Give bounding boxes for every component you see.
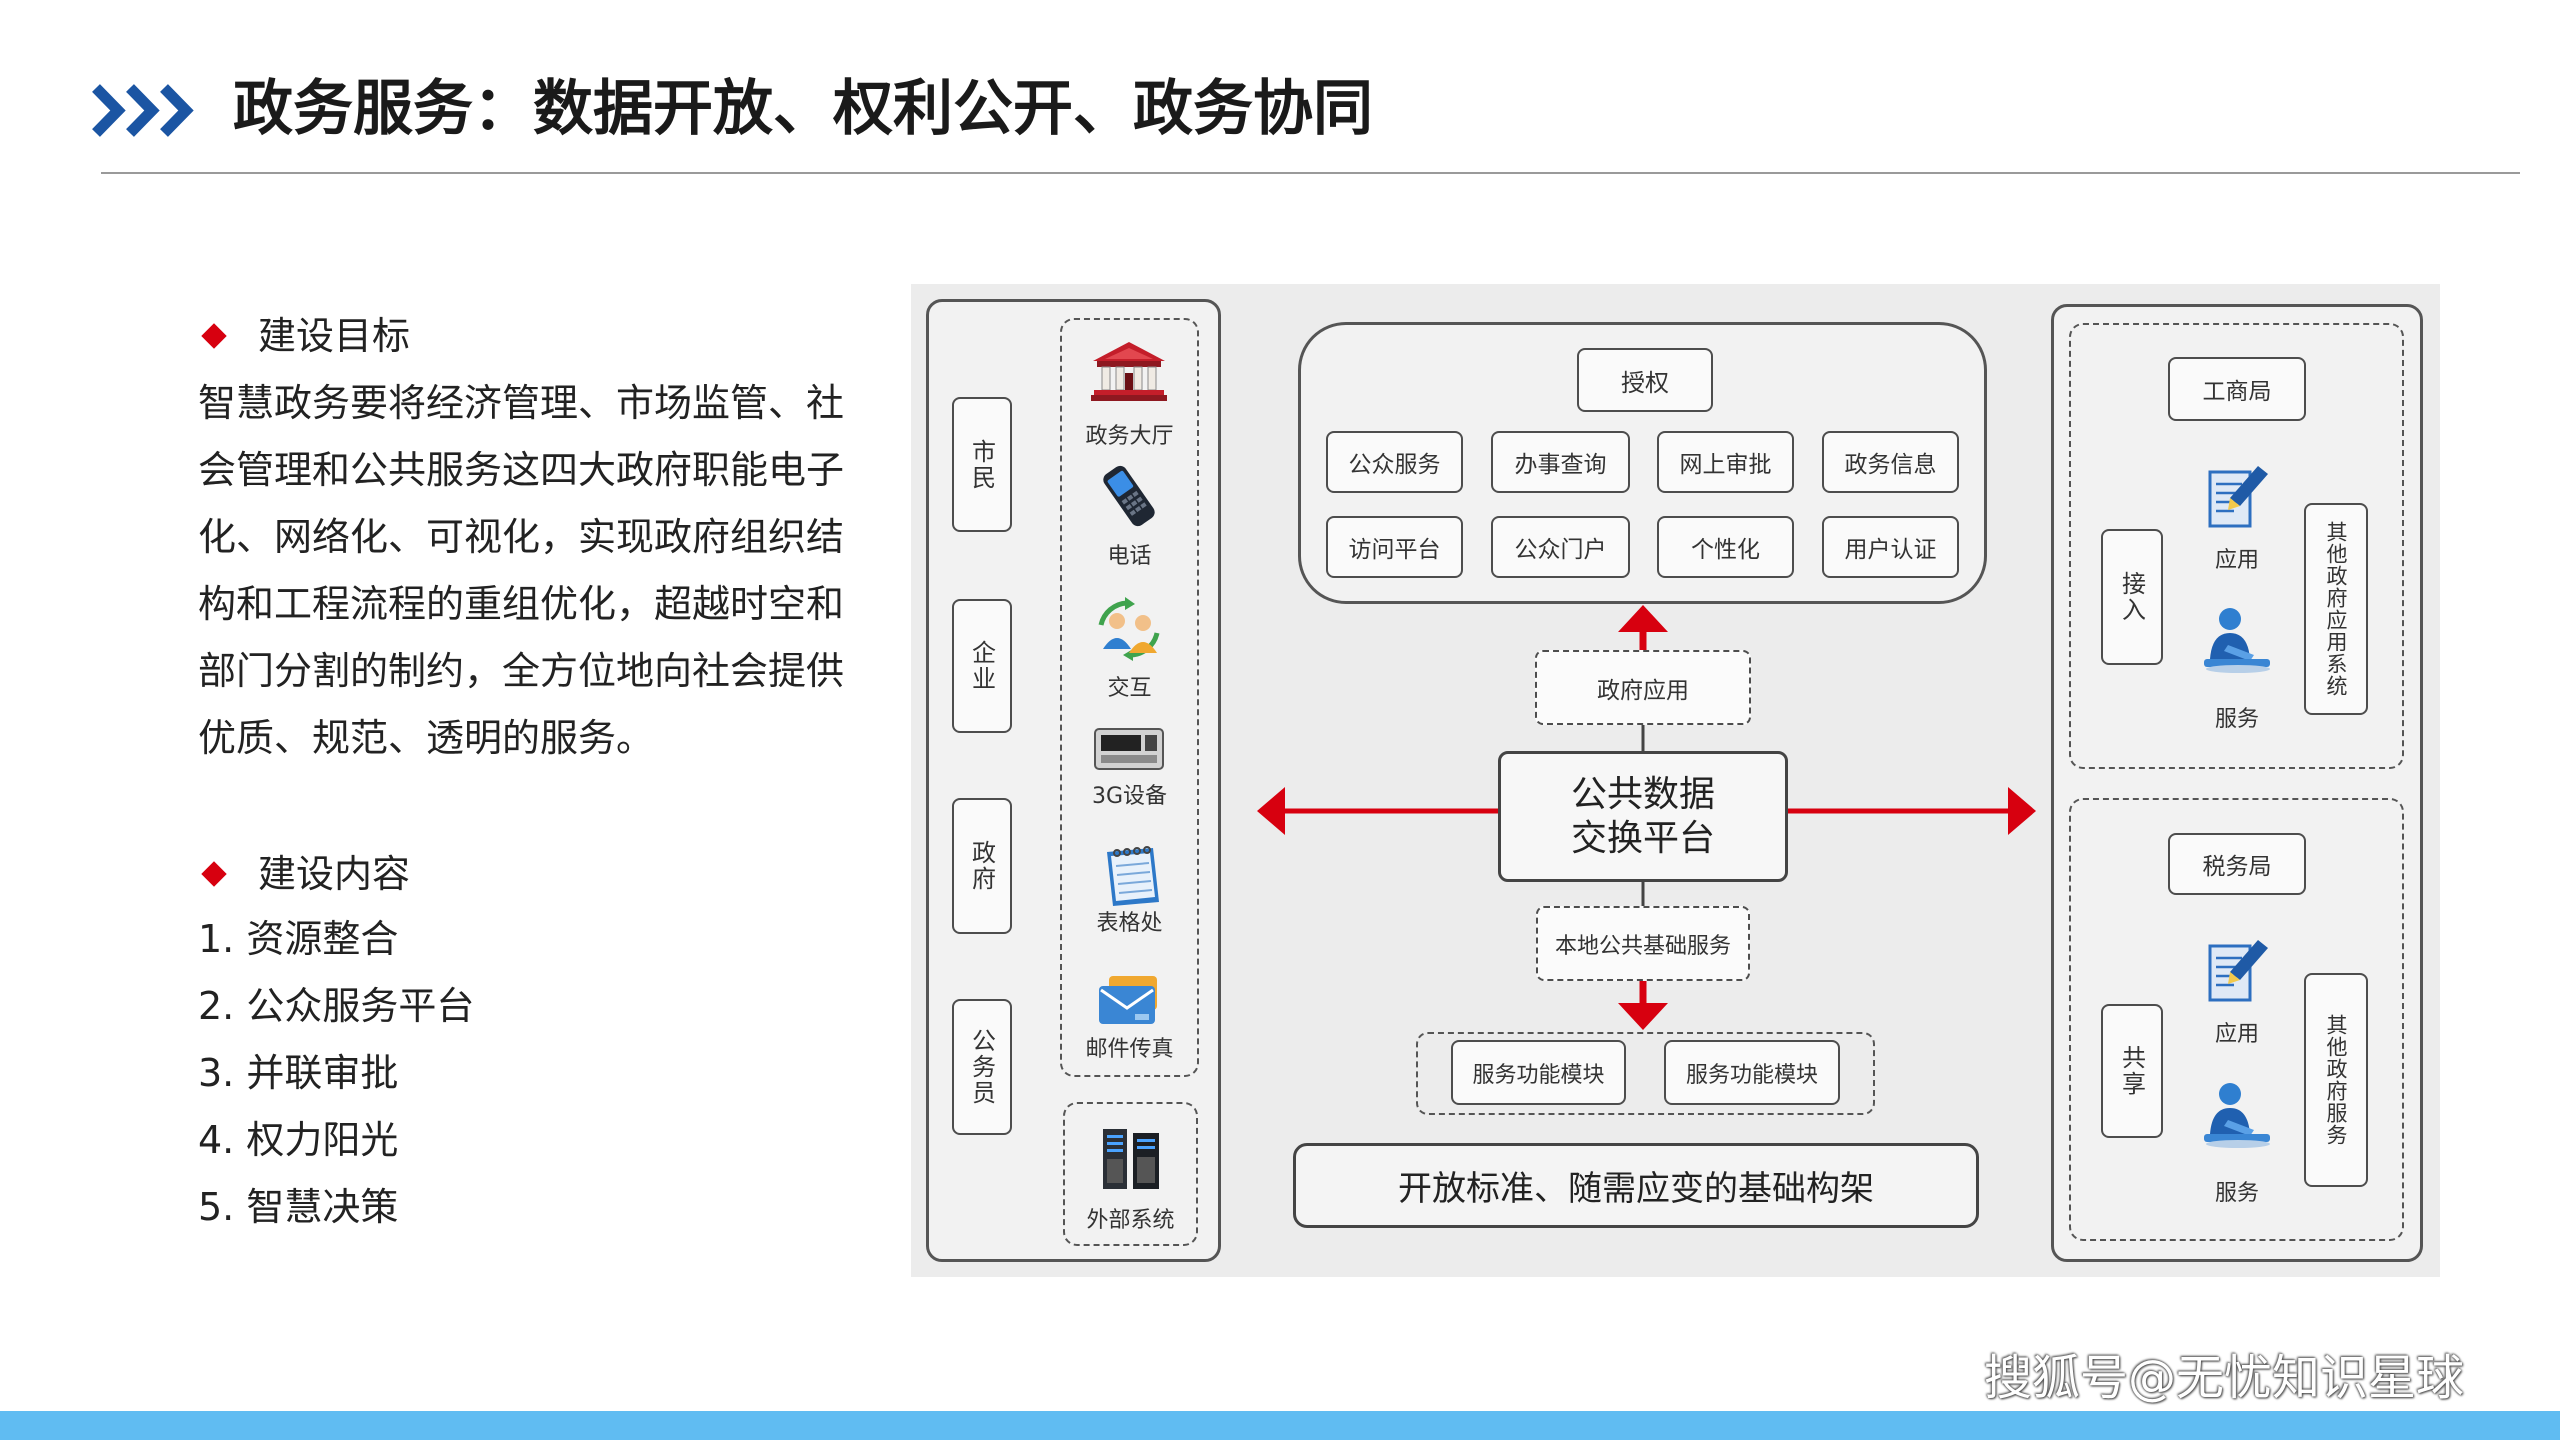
service-personalization: 个性化 (1657, 516, 1794, 578)
service-gov-info: 政务信息 (1822, 431, 1959, 493)
channel-label: 邮件传真 (1085, 1037, 1174, 1062)
contents-heading: 建设内容 (258, 852, 411, 896)
agency-service-label: 服务 (2214, 707, 2259, 732)
service-online-approval: 网上审批 (1657, 431, 1794, 493)
phone-icon (1103, 465, 1155, 527)
agency-tax-bureau: 税务局 (2168, 833, 2306, 895)
arrow-to-modules (1618, 980, 1668, 1030)
agency-app-label: 应用 (2214, 548, 2259, 573)
channel-label: 表格处 (1096, 911, 1163, 936)
function-module-box: 服务功能模块 (1451, 1040, 1626, 1105)
agency-group-commerce (2069, 323, 2404, 769)
arrow-to-agencies (1786, 787, 2036, 835)
mobile-device-icon (1094, 728, 1164, 770)
agency-service-label: 服务 (2214, 1181, 2259, 1206)
goals-line: 部门分割的制约，全方位地向社会提供 (198, 649, 845, 693)
arrow-to-portal (1618, 605, 1668, 652)
service-person-icon (2204, 1083, 2270, 1148)
bullet-diamond-icon (201, 323, 227, 349)
footer-bar (0, 1411, 2560, 1440)
channel-label: 电话 (1107, 544, 1152, 569)
agency-share-mode: 共享 (2101, 1004, 2163, 1138)
bullet-diamond-icon (201, 861, 227, 887)
channels-group (1060, 318, 1199, 1077)
chevrons-icon (92, 84, 194, 137)
list-item: 3. 并联审批 (198, 1051, 399, 1095)
local-base-services-box: 本地公共基础服务 (1536, 906, 1750, 981)
list-item: 5. 智慧决策 (198, 1185, 399, 1229)
form-notebook-icon (1107, 846, 1159, 906)
goals-line: 优质、规范、透明的服务。 (198, 716, 655, 760)
page-title: 政务服务：数据开放、权利公开、政务协同 (233, 74, 1373, 144)
agency-access-mode: 接入 (2101, 529, 2163, 665)
mail-fax-icon (1099, 976, 1157, 1024)
interaction-icon (1098, 597, 1160, 661)
user-citizen: 市民 (952, 397, 1012, 532)
other-gov-services: 其他政府服务 (2304, 973, 2368, 1187)
document-pen-icon (2208, 466, 2268, 528)
document-pen-icon (2208, 940, 2268, 1002)
architecture-diagram: 市民 企业 政府 公务员 政务大厅 电话 (911, 284, 2440, 1277)
service-inquiry: 办事查询 (1491, 431, 1630, 493)
list-item: 1. 资源整合 (198, 917, 399, 961)
government-hall-icon (1091, 342, 1167, 401)
user-government: 政府 (952, 798, 1012, 934)
user-civil-servant: 公务员 (952, 999, 1012, 1135)
service-access-platform: 访问平台 (1326, 516, 1463, 578)
external-systems-label: 外部系统 (1086, 1208, 1175, 1233)
modules-group (1416, 1032, 1875, 1115)
watermark: 搜狐号@无忧知识星球 (1984, 1350, 2465, 1406)
goals-paragraph: 智慧政务要将经济管理、市场监管、社 会管理和公共服务这四大政府职能电子 化、网络… (198, 370, 844, 772)
goals-line: 化、网络化、可视化，实现政府组织结 (198, 515, 845, 559)
channel-label: 3G设备 (1091, 784, 1168, 809)
list-item: 4. 权力阳光 (198, 1118, 399, 1162)
service-public-portal: 公众门户 (1491, 516, 1630, 578)
agency-group-tax (2069, 798, 2404, 1241)
service-user-auth: 用户认证 (1822, 516, 1959, 578)
function-module-box: 服务功能模块 (1664, 1040, 1840, 1105)
agency-app-label: 应用 (2214, 1022, 2259, 1047)
foundation-box: 开放标准、随需应变的基础构架 (1293, 1143, 1979, 1228)
channel-label: 政务大厅 (1085, 424, 1174, 449)
goals-heading: 建设目标 (258, 314, 411, 358)
goals-line: 会管理和公共服务这四大政府职能电子 (198, 448, 845, 492)
connector-arrows (1257, 605, 2036, 1030)
goals-line: 智慧政务要将经济管理、市场监管、社 (198, 381, 845, 425)
contents-list: 1. 资源整合 2. 公众服务平台 3. 并联审批 4. 权力阳光 5. 智慧决… (198, 906, 474, 1241)
data-exchange-platform: 公共数据交换平台 (1498, 751, 1788, 882)
service-person-icon (2204, 608, 2270, 673)
channel-label: 交互 (1107, 676, 1152, 701)
gov-apps-box: 政府应用 (1535, 650, 1751, 725)
other-gov-app-systems: 其他政府应用系统 (2304, 503, 2368, 715)
arrow-to-users (1257, 787, 1500, 835)
title-divider (101, 172, 2520, 174)
service-public: 公众服务 (1326, 431, 1463, 493)
goals-line: 构和工程流程的重组优化，超越时空和 (198, 582, 845, 626)
server-icon (1103, 1129, 1159, 1189)
authorization-box: 授权 (1577, 348, 1713, 412)
user-enterprise: 企业 (952, 599, 1012, 733)
data-exchange-label: 公共数据交换平台 (1570, 773, 1715, 859)
agency-commerce-bureau: 工商局 (2168, 357, 2306, 421)
external-systems-group (1063, 1102, 1198, 1246)
list-item: 2. 公众服务平台 (198, 984, 475, 1028)
